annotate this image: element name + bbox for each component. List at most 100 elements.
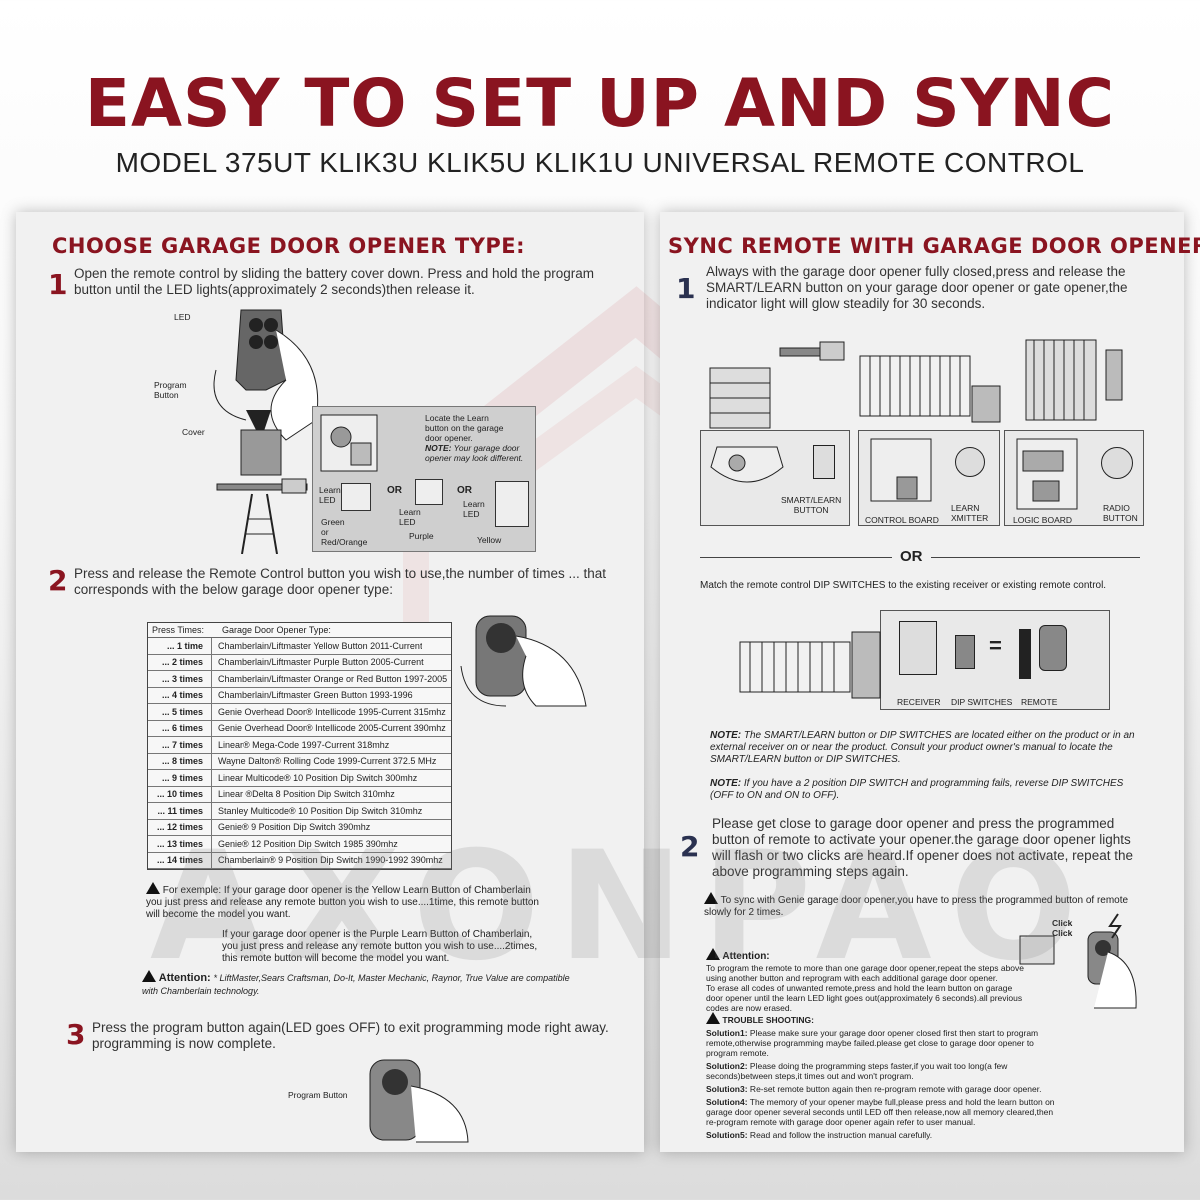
- garage-opener-illustration: [216, 478, 308, 554]
- program-button-label: Program Button: [154, 380, 187, 400]
- table-body: ... 1 time Chamberlain/Liftmaster Yellow …: [148, 638, 451, 869]
- radio-button-icon: [1101, 447, 1133, 479]
- warning-icon: [146, 882, 160, 894]
- opener-type-cell: Chamberlain/Liftmaster Yellow Button 201…: [218, 640, 423, 651]
- right-section-title: SYNC REMOTE WITH GARAGE DOOR OPENER:: [668, 234, 1200, 258]
- trouble-item: Solution5: Read and follow the instructi…: [706, 1130, 933, 1140]
- logic-board-box: LOGIC BOARD RADIO BUTTON: [1004, 430, 1144, 526]
- opener-type-cell: Chamberlain/Liftmaster Green Button 1993…: [218, 690, 413, 701]
- right-step-1-text: Always with the garage door opener fully…: [706, 264, 1128, 311]
- learn-led-label-1: Learn LED: [319, 485, 341, 505]
- program-button-label-2: Program Button: [288, 1090, 348, 1100]
- remote-program-illustration: [369, 1059, 469, 1143]
- opener-type-cell: Chamberlain/Liftmaster Purple Button 200…: [218, 657, 424, 668]
- right-step-2-number: 2: [680, 830, 700, 863]
- page-subtitle: MODEL 375UT KLIK3U KLIK5U KLIK1U UNIVERS…: [115, 147, 1085, 178]
- trouble-item: Solution3: Re-set remote button again th…: [706, 1084, 1042, 1094]
- dip-intro: Match the remote control DIP SWITCHES to…: [700, 580, 1107, 591]
- table-row: ... 5 times Genie Overhead Door® Intellic…: [148, 704, 451, 721]
- opener-motor-icon: [320, 414, 378, 472]
- opener-type-cell: Linear Multicode® 10 Position Dip Switch…: [218, 772, 418, 783]
- warning-icon: [142, 970, 156, 982]
- press-times-cell: ... 9 times: [148, 770, 212, 786]
- table-row: ... 1 time Chamberlain/Liftmaster Yellow …: [148, 638, 451, 655]
- table-row: ... 4 times Chamberlain/Liftmaster Green …: [148, 687, 451, 704]
- example-block: For exemple: If your garage door opener …: [146, 882, 546, 965]
- or-label: OR: [892, 548, 931, 565]
- opener-type-cell: Linear ®Delta 8 Position Dip Switch 310m…: [218, 789, 395, 800]
- left-panel: CHOOSE GARAGE DOOR OPENER TYPE: 1 Open t…: [16, 212, 896, 1152]
- gate-dip-illustration: [739, 631, 881, 699]
- learn-led-label-3: Learn LED: [463, 499, 485, 519]
- or-label-2: OR: [457, 485, 472, 496]
- table-row: ... 13 times Genie® 12 Position Dip Switc…: [148, 836, 451, 853]
- yellow-learn-button-icon: [495, 481, 529, 527]
- smart-learn-box: SMART/LEARN BUTTON: [700, 430, 850, 526]
- press-times-cell: ... 10 times: [148, 786, 212, 802]
- smart-learn-button-icon: [813, 445, 835, 479]
- dip-switches-label: DIP SWITCHES: [951, 697, 1013, 707]
- or-label-1: OR: [387, 485, 402, 496]
- opener-unit-icon: [710, 446, 784, 483]
- remote-label: REMOTE: [1021, 697, 1058, 707]
- step-1-text: Open the remote control by sliding the b…: [74, 266, 595, 297]
- opener-type-cell: Genie Overhead Door® Intellicode 1995-Cu…: [218, 706, 446, 717]
- opener-type-cell: Genie® 12 Position Dip Switch 1985 390mh…: [218, 838, 398, 849]
- learn-button-callout: Locate the Learn button on the garage do…: [312, 406, 536, 552]
- step-3-number: 3: [66, 1018, 86, 1051]
- dip-switch-icon: [1019, 629, 1031, 679]
- equals-sign: =: [989, 633, 1002, 658]
- purple-learn-button-icon: [415, 479, 443, 505]
- table-row: ... 9 times Linear Multicode® 10 Position…: [148, 770, 451, 787]
- trouble-list: Solution1: Please make sure your garage …: [706, 1028, 1056, 1140]
- press-times-cell: ... 4 times: [148, 687, 212, 703]
- step-2-text: Press and release the Remote Control but…: [74, 566, 607, 597]
- cover-label: Cover: [182, 427, 205, 437]
- note-2: NOTE: If you have a 2 position DIP SWITC…: [710, 778, 1124, 801]
- brand-watermark: AXONPAO: [150, 820, 1096, 994]
- table-row: ... 2 times Chamberlain/Liftmaster Purple…: [148, 654, 451, 671]
- press-times-cell: ... 13 times: [148, 836, 212, 852]
- learn-xmitter-icon: [955, 447, 985, 477]
- press-times-cell: ... 3 times: [148, 671, 212, 687]
- rolling-gate-illustration: [1025, 339, 1123, 421]
- warning-icon: [704, 892, 718, 904]
- press-times-table: Press Times: Garage Door Opener Type: ..…: [147, 622, 452, 870]
- logic-board-icon: [1016, 438, 1078, 510]
- left-attention-block: Attention: * LiftMaster,Sears Craftsman,…: [142, 970, 570, 996]
- receiver-label: RECEIVER: [897, 697, 941, 707]
- trouble-item: Solution1: Please make sure your garage …: [706, 1028, 1039, 1058]
- right-panel: SYNC REMOTE WITH GARAGE DOOR OPENER: 1 A…: [660, 212, 1200, 1152]
- opener-type-cell: Linear® Mega-Code 1997-Current 318mhz: [218, 739, 390, 750]
- gate-illustration: [859, 355, 1001, 423]
- right-step-1-number: 1: [676, 272, 696, 305]
- learn-led-label-2: Learn LED: [399, 507, 421, 527]
- press-times-cell: ... 2 times: [148, 654, 212, 670]
- opener-type-cell: Stanley Multicode® 10 Position Dip Switc…: [218, 805, 423, 816]
- opener-type-cell: Wayne Dalton® Rolling Code 1999-Current …: [218, 756, 437, 767]
- press-times-cell: ... 7 times: [148, 737, 212, 753]
- right-attention-block: Attention: To program the remote to more…: [706, 948, 1026, 1013]
- smart-learn-label: SMART/LEARN BUTTON: [781, 495, 842, 515]
- remote-icon: [1039, 625, 1067, 671]
- table-row: ... 11 times Stanley Multicode® 10 Positi…: [148, 803, 451, 820]
- press-times-cell: ... 6 times: [148, 720, 212, 736]
- green-learn-button-icon: [341, 483, 371, 511]
- step-3-text: Press the program button again(LED goes …: [92, 1020, 609, 1051]
- yellow-label: Yellow: [477, 535, 502, 545]
- opener-type-cell: Genie Overhead Door® Intellicode 2005-Cu…: [218, 723, 446, 734]
- trouble-item: Solution4: The memory of your opener may…: [706, 1097, 1055, 1127]
- receiver-icon: [899, 621, 937, 675]
- green-red-label: Green or Red/Orange: [321, 517, 368, 547]
- press-times-cell: ... 11 times: [148, 803, 212, 819]
- remote-hand-illustration: [460, 615, 587, 707]
- table-header: Press Times: Garage Door Opener Type:: [148, 623, 451, 638]
- learn-xmitter-label: LEARN XMITTER: [951, 503, 989, 523]
- press-times-cell: ... 1 time: [148, 638, 212, 654]
- control-board-box: CONTROL BOARD LEARN XMITTER: [858, 430, 1000, 526]
- remote-open-illustration: [213, 309, 319, 476]
- press-times-cell: ... 5 times: [148, 704, 212, 720]
